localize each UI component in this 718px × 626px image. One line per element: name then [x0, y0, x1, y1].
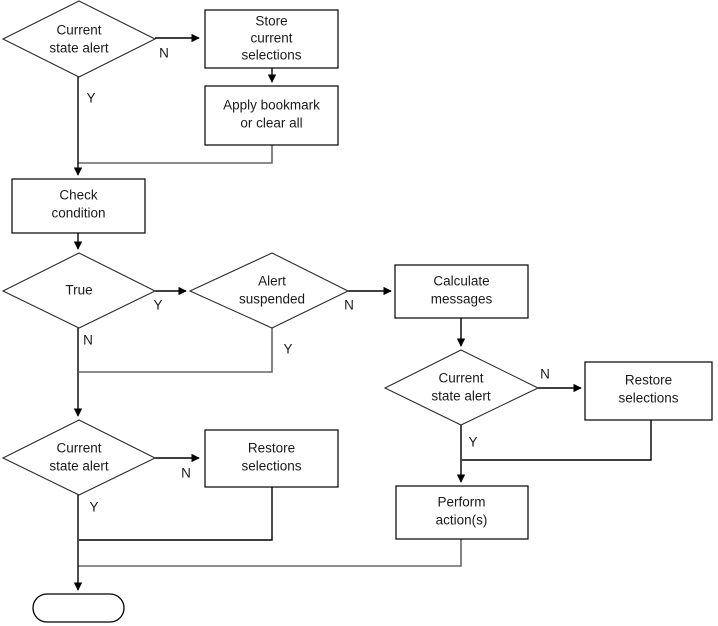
process-shape: [394, 264, 529, 319]
connector-perform-to-exit: [78, 539, 462, 567]
process-label-line2: messages: [431, 292, 493, 307]
process-store-current-selections[interactable]: Store current selections: [204, 9, 339, 69]
decision-label-line2: state alert: [431, 389, 491, 404]
process-perform-actions[interactable]: Perform action(s): [395, 485, 529, 540]
branch-label-true-yes: Y: [153, 298, 162, 313]
decision-label-line1: Current: [56, 441, 101, 456]
decision-shape: [383, 349, 540, 426]
branch-label-suspended-no: N: [344, 298, 354, 313]
branch-label-bottom-no: N: [181, 466, 191, 481]
process-label-line1: Apply bookmark: [223, 98, 320, 113]
decision-shape: [188, 252, 350, 329]
decision-label-line2: state alert: [49, 459, 109, 474]
branch-label-mid-no: N: [540, 367, 550, 382]
process-shape: [11, 178, 146, 234]
process-shape: [204, 85, 339, 146]
process-label-line2: action(s): [436, 513, 488, 528]
branch-label-top-yes: Y: [86, 91, 95, 106]
decision-shape: [1, 252, 157, 329]
decision-shape: [1, 419, 157, 496]
process-label-line2: or clear all: [240, 116, 302, 131]
process-label-line2: current: [250, 31, 292, 46]
process-label-line3: selections: [241, 48, 301, 63]
process-label-line1: Check: [59, 188, 98, 203]
decision-shape: [1, 0, 157, 78]
process-shape: [204, 9, 339, 69]
decision-alert-suspended[interactable]: Alert suspended: [188, 252, 350, 329]
process-label-line1: Calculate: [433, 274, 489, 289]
decision-label-line1: True: [65, 283, 92, 298]
decision-true[interactable]: True: [1, 252, 157, 329]
terminator-shape: [32, 593, 125, 623]
process-label-line1: Restore: [625, 373, 672, 388]
branch-label-mid-yes: Y: [468, 435, 477, 450]
decision-label-line1: Alert: [258, 274, 286, 289]
process-label-line2: selections: [241, 459, 301, 474]
connector-apply-to-check: [78, 145, 273, 164]
decision-current-state-alert-top[interactable]: Current state alert: [1, 0, 157, 78]
process-label-line2: selections: [618, 391, 678, 406]
process-shape: [395, 485, 529, 540]
decision-current-state-alert-mid[interactable]: Current state alert: [383, 349, 540, 426]
process-restore-selections-bottom[interactable]: Restore selections: [204, 429, 339, 488]
terminator-end[interactable]: [32, 593, 125, 623]
branch-label-bottom-yes: Y: [89, 500, 98, 515]
decision-label-line1: Current: [56, 23, 101, 38]
decision-label-line1: Current: [438, 371, 483, 386]
process-shape: [584, 361, 713, 421]
connector-right-restore-down: [462, 420, 652, 461]
process-shape: [204, 429, 339, 488]
branch-label-suspended-yes: Y: [283, 342, 292, 357]
branch-label-top-no: N: [159, 46, 169, 61]
decision-current-state-alert-bottom[interactable]: Current state alert: [1, 419, 157, 496]
decision-label-line2: suspended: [239, 292, 305, 307]
connector-suspended-yes: [79, 328, 273, 373]
connector-bottom-restore-down: [79, 487, 273, 541]
process-calculate-messages[interactable]: Calculate messages: [394, 264, 529, 319]
branch-label-true-no: N: [83, 333, 93, 348]
process-label-line2: condition: [51, 206, 105, 221]
process-check-condition[interactable]: Check condition: [11, 178, 146, 234]
process-label-line1: Perform: [437, 495, 485, 510]
process-label-line1: Store: [255, 14, 287, 29]
decision-label-line2: state alert: [49, 41, 109, 56]
process-label-line1: Restore: [248, 441, 295, 456]
process-apply-bookmark[interactable]: Apply bookmark or clear all: [204, 85, 339, 146]
process-restore-selections-right[interactable]: Restore selections: [584, 361, 713, 421]
